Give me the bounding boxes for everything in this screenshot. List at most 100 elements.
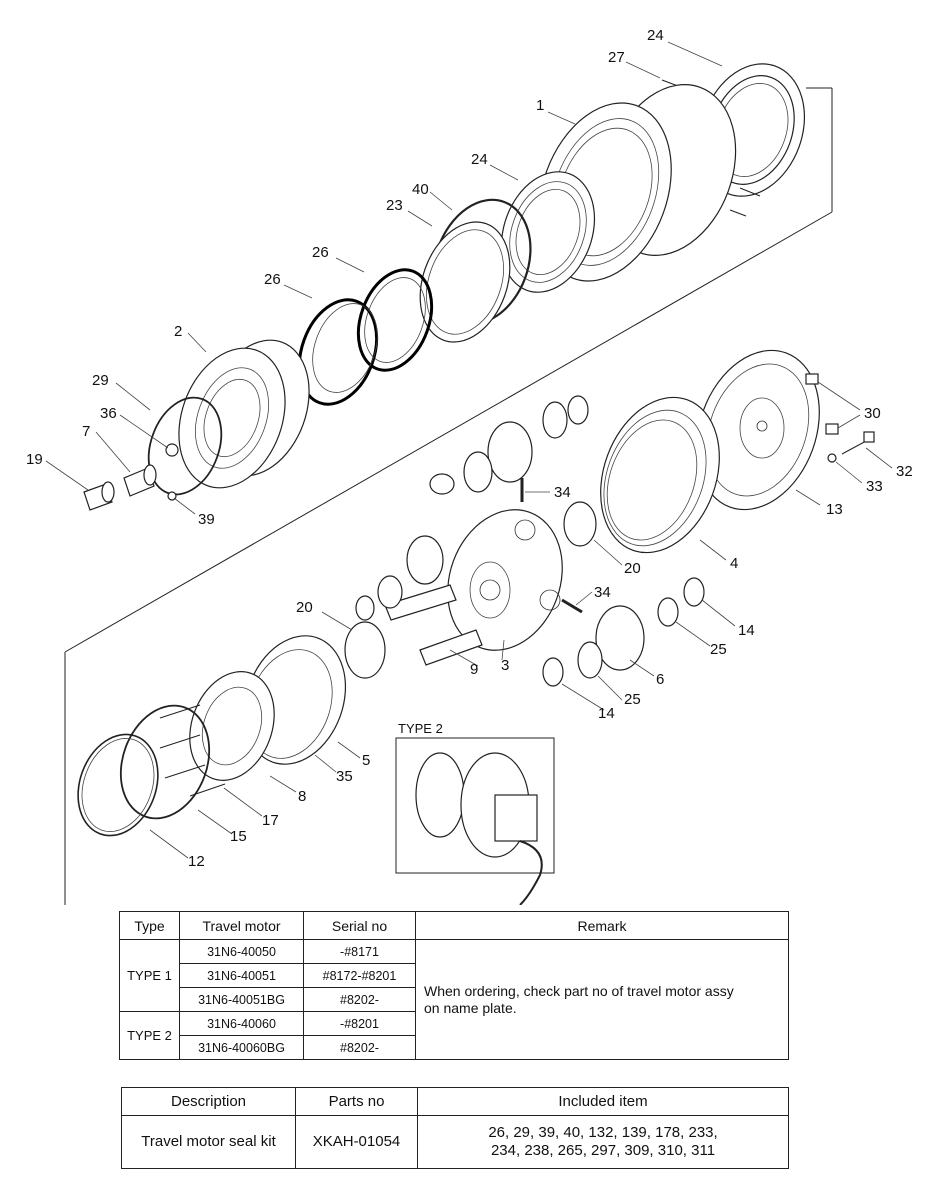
table-row: 31N6-40060BG #8202- bbox=[120, 1035, 789, 1060]
motor-cell: 31N6-40051BG bbox=[179, 987, 304, 1012]
part-4-ring-gear bbox=[600, 396, 720, 554]
callout-7: 7 bbox=[82, 423, 90, 440]
type-2-inset: TYPE 2 bbox=[395, 721, 555, 905]
part-3-carrier bbox=[447, 509, 563, 651]
callout-32: 32 bbox=[896, 463, 913, 480]
leader-lines bbox=[45, 41, 893, 859]
part-20-ring-lower bbox=[344, 621, 386, 679]
included-line-2: 234, 238, 265, 297, 309, 310, 311 bbox=[490, 1142, 716, 1159]
callout-26-right: 26 bbox=[312, 244, 329, 261]
callout-24-mid: 24 bbox=[471, 151, 488, 168]
table-row: Travel motor seal kit XKAH-01054 26, 29,… bbox=[121, 1115, 789, 1169]
part-17-bolts bbox=[159, 704, 226, 797]
header-serial-no: Serial no bbox=[303, 911, 416, 940]
part-14-washer-right bbox=[683, 577, 705, 607]
callout-26-left: 26 bbox=[264, 271, 281, 288]
table-header-row: Type Travel motor Serial no Remark bbox=[119, 911, 789, 940]
header-parts-no: Parts no bbox=[295, 1087, 418, 1116]
kit-parts-no-cell: XKAH-01054 bbox=[295, 1115, 418, 1169]
remark-line-1: When ordering, check part no of travel m… bbox=[424, 982, 734, 999]
callout-20-lower: 20 bbox=[296, 599, 313, 616]
remark-line-2: on name plate. bbox=[424, 999, 517, 1016]
part-24-bearing-middle bbox=[500, 171, 596, 293]
diagram-frame bbox=[64, 87, 833, 905]
callout-12: 12 bbox=[188, 853, 205, 870]
header-included-item: Included item bbox=[417, 1087, 789, 1116]
header-description: Description bbox=[121, 1087, 296, 1116]
motor-cell: 31N6-40051 bbox=[179, 963, 304, 988]
inset-label: TYPE 2 bbox=[398, 721, 443, 736]
part-2-hub bbox=[178, 339, 310, 489]
part-29-o-ring bbox=[147, 396, 223, 496]
part-30-plugs bbox=[805, 373, 839, 435]
upper-planet-gear bbox=[429, 395, 589, 495]
serial-cell: #8202- bbox=[303, 1035, 416, 1060]
callout-33: 33 bbox=[866, 478, 883, 495]
part-32-bolt bbox=[841, 431, 875, 455]
callout-34-upper: 34 bbox=[554, 484, 571, 501]
callout-20-upper: 20 bbox=[624, 560, 641, 577]
callout-9: 9 bbox=[470, 661, 478, 678]
callout-labels: 24 27 1 24 40 23 26 26 2 29 36 7 19 39 3… bbox=[26, 27, 913, 870]
callout-25-left: 25 bbox=[624, 691, 641, 708]
callout-29: 29 bbox=[92, 372, 109, 389]
part-15-o-ring bbox=[119, 704, 211, 820]
part-7-shaft bbox=[123, 464, 157, 497]
callout-14-left: 14 bbox=[598, 705, 615, 722]
callout-3: 3 bbox=[501, 657, 509, 674]
seal-kit-table: Description Parts no Included item Trave… bbox=[121, 1087, 789, 1169]
serial-cell: #8172-#8201 bbox=[303, 963, 416, 988]
callout-24-top: 24 bbox=[647, 27, 664, 44]
callout-13: 13 bbox=[826, 501, 843, 518]
remark-cell: When ordering, check part no of travel m… bbox=[415, 939, 789, 1060]
callout-17: 17 bbox=[262, 812, 279, 829]
included-line-1: 26, 29, 39, 40, 132, 139, 178, 233, bbox=[488, 1124, 718, 1141]
callout-1: 1 bbox=[536, 97, 544, 114]
travel-motor-type-table: Type Travel motor Serial no Remark TYPE … bbox=[119, 911, 789, 1060]
kit-header-row: Description Parts no Included item bbox=[121, 1087, 789, 1116]
left-planet-gear bbox=[355, 535, 444, 621]
type-2-cell: TYPE 2 bbox=[119, 1011, 180, 1060]
header-remark: Remark bbox=[415, 911, 789, 940]
callout-14-right: 14 bbox=[738, 622, 755, 639]
type-1-cell: TYPE 1 bbox=[119, 939, 180, 1012]
callout-15: 15 bbox=[230, 828, 247, 845]
callout-39: 39 bbox=[198, 511, 215, 528]
part-26-floating-seal bbox=[297, 268, 434, 406]
part-34-pin-lower bbox=[561, 598, 583, 614]
header-travel-motor: Travel motor bbox=[179, 911, 304, 940]
callout-40: 40 bbox=[412, 181, 429, 198]
serial-cell: -#8201 bbox=[303, 1011, 416, 1036]
part-12-ring-inner bbox=[81, 738, 155, 832]
header-type: Type bbox=[119, 911, 180, 940]
part-36-plug bbox=[165, 443, 179, 457]
serial-cell: #8202- bbox=[303, 987, 416, 1012]
callout-23: 23 bbox=[386, 197, 403, 214]
part-8-gear bbox=[189, 671, 275, 781]
callout-25-right: 25 bbox=[710, 641, 727, 658]
motor-cell: 31N6-40050 bbox=[179, 939, 304, 964]
table-row: TYPE 1 31N6-40050 -#8171 When ordering, … bbox=[119, 939, 789, 1060]
callout-19: 19 bbox=[26, 451, 43, 468]
part-14-washer-left bbox=[542, 657, 564, 687]
part-23-ring bbox=[419, 221, 511, 343]
part-20-ring-upper bbox=[563, 501, 597, 547]
table-row: 31N6-40051 #8172-#8201 bbox=[120, 963, 789, 988]
callout-5: 5 bbox=[362, 752, 370, 769]
callout-8: 8 bbox=[298, 788, 306, 805]
part-19-bushing bbox=[83, 481, 115, 511]
callout-35: 35 bbox=[336, 768, 353, 785]
part-9-shafts bbox=[384, 584, 483, 666]
table-row: 31N6-40051BG #8202- bbox=[120, 987, 789, 1012]
kit-included-cell: 26, 29, 39, 40, 132, 139, 178, 233, 234,… bbox=[417, 1115, 789, 1169]
serial-cell: -#8171 bbox=[303, 939, 416, 964]
callout-2: 2 bbox=[174, 323, 182, 340]
part-12-ring bbox=[77, 733, 159, 837]
callout-4: 4 bbox=[730, 555, 738, 572]
callout-34-lower: 34 bbox=[594, 584, 611, 601]
motor-cell: 31N6-40060BG bbox=[179, 1035, 304, 1060]
callout-27: 27 bbox=[608, 49, 625, 66]
callout-6: 6 bbox=[656, 671, 664, 688]
callout-30: 30 bbox=[864, 405, 881, 422]
callout-36: 36 bbox=[100, 405, 117, 422]
